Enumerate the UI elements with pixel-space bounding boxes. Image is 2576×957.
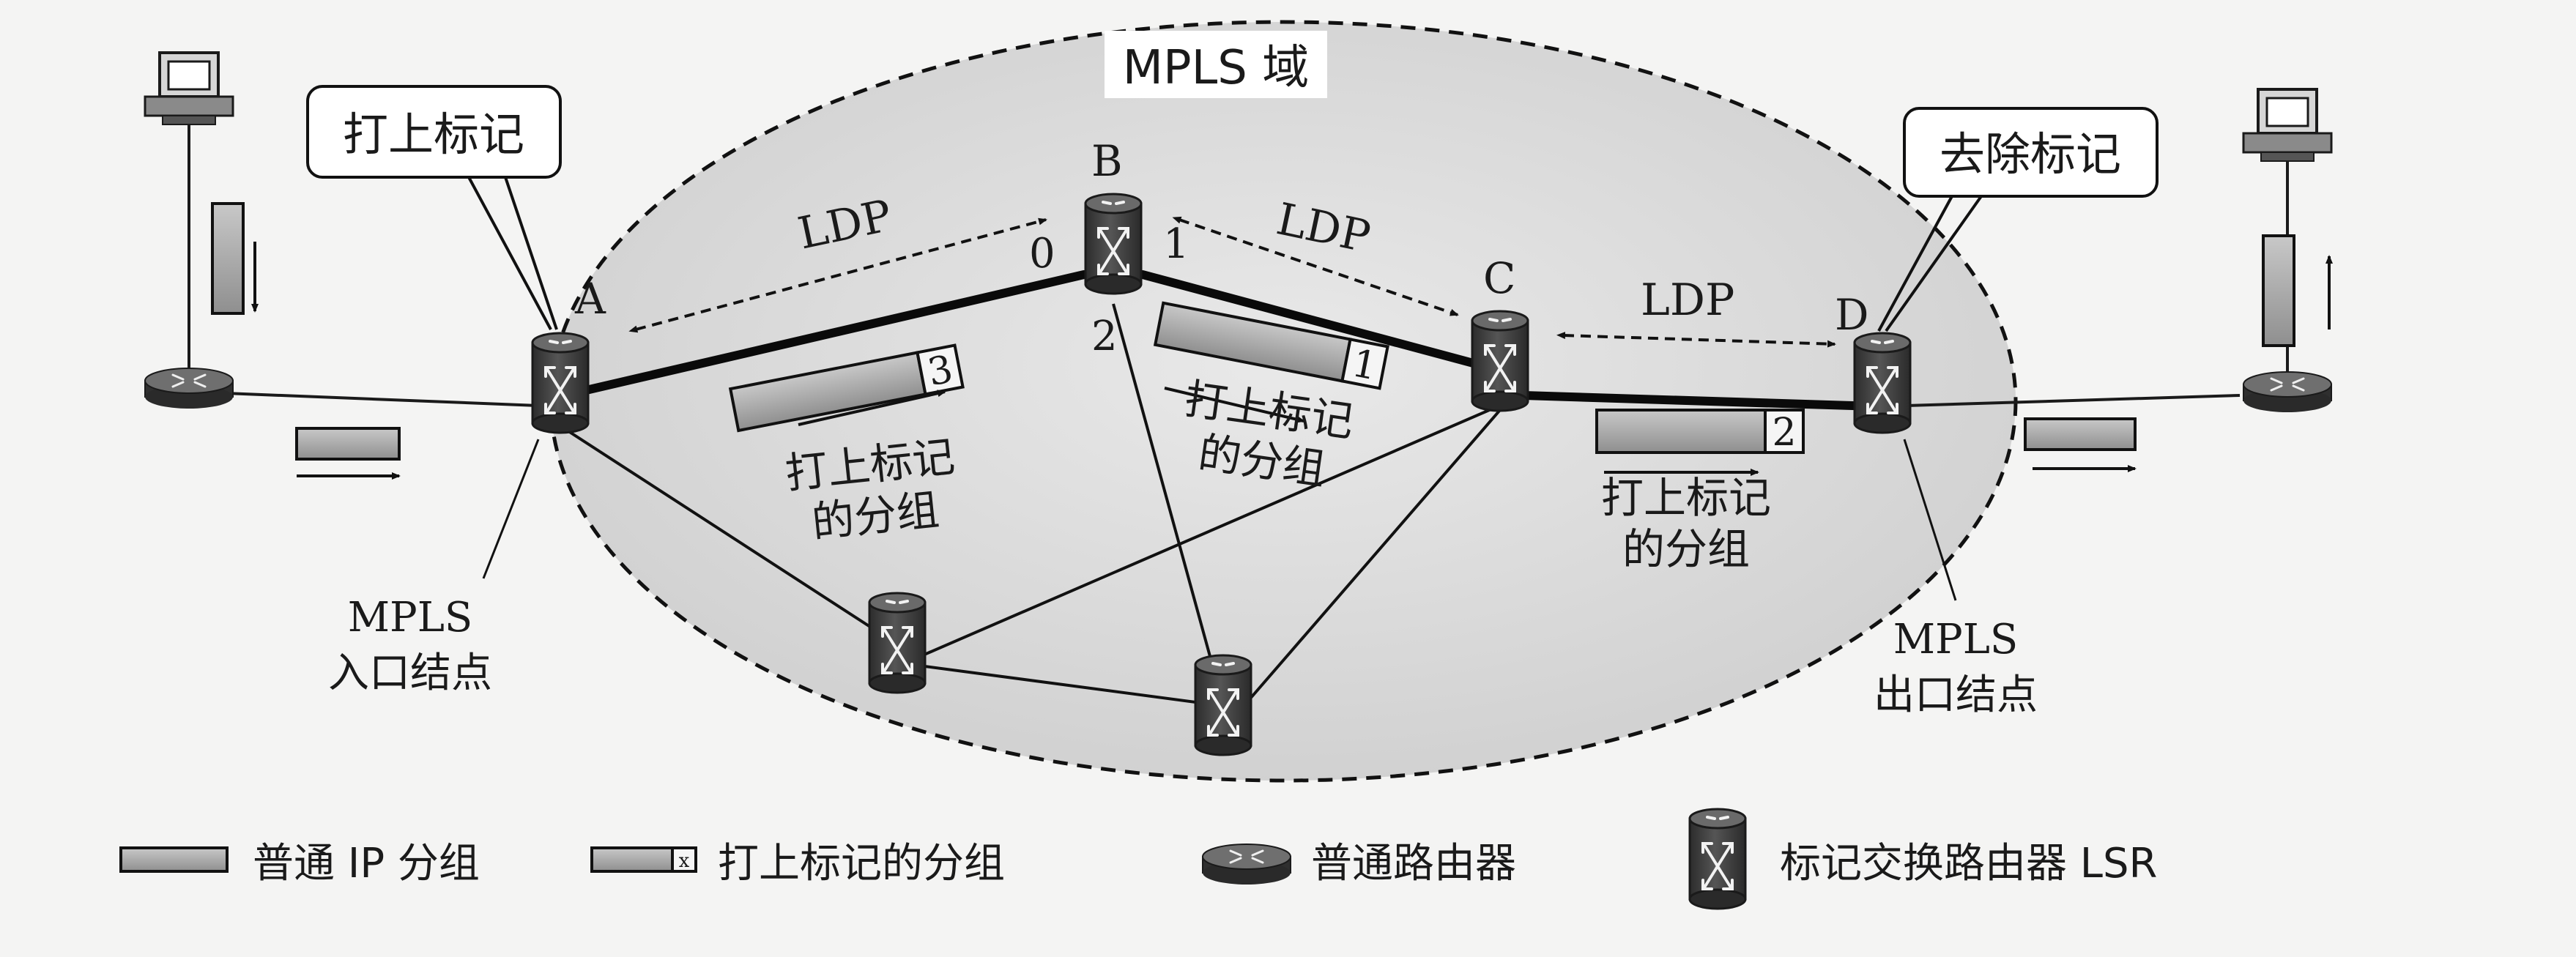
lsr-d-icon: [1853, 332, 1912, 434]
legend-router-label: 普通路由器: [1311, 840, 1516, 887]
lsr-b-icon: [1084, 193, 1143, 295]
access-links: [188, 110, 2289, 408]
node-label-a: A: [574, 274, 606, 324]
ldp-arrow-bc: [1172, 216, 1459, 316]
labeled-packet-bc: 1: [1153, 301, 1389, 390]
port-b1: 1: [1163, 220, 1189, 268]
egress-line1: MPLS: [1893, 616, 2019, 663]
host-left-icon: [144, 51, 234, 126]
callout-push-box: [306, 85, 562, 179]
direction-arrows: [251, 242, 2333, 480]
svg-text:打上标记: 打上标记: [1601, 473, 1771, 523]
host-right-icon: [2242, 88, 2333, 163]
port-b2: 2: [1091, 313, 1118, 360]
legend-lsr-icon: [1688, 808, 1747, 910]
router-left-icon: [144, 367, 234, 410]
lsr-a-icon: [531, 332, 590, 434]
ldp-arrow-ab: [628, 217, 1047, 333]
legend-labeled-packet-mark: x: [679, 850, 690, 872]
ldp-label-cd: LDP: [1641, 275, 1734, 326]
lsr-interior-bottom-icon: [1194, 654, 1252, 756]
label-value-2: 2: [1772, 411, 1796, 455]
internal-links: [563, 303, 1502, 706]
ip-packet-right-vertical: [2262, 234, 2295, 347]
lsr-interior-left-icon: [868, 592, 927, 694]
legend-labeled-packet-tag: [671, 846, 697, 873]
ldp-arrow-cd: [1556, 332, 1836, 348]
legend-ip-packet-label: 普通 IP 分组: [253, 840, 480, 887]
egress-line2: 出口结点: [1874, 671, 2038, 719]
legend-labeled-packet-label: 打上标记的分组: [718, 840, 1005, 887]
node-label-d: D: [1835, 290, 1869, 340]
legend-labeled-packet-swatch: [590, 846, 674, 873]
legend-ip-packet-swatch: [119, 846, 229, 873]
egress-pointer: [1903, 439, 1957, 601]
node-label-c: C: [1483, 253, 1515, 303]
domain-title-box: [1105, 31, 1327, 98]
ingress-pointer: [482, 439, 540, 579]
domain-title: MPLS 域: [1123, 41, 1309, 95]
node-label-b: B: [1091, 136, 1123, 186]
callout-pop-label: 去除标记: [1940, 127, 2121, 181]
ip-packet-left: [295, 427, 401, 461]
router-right-icon: [2242, 370, 2333, 414]
labeled-packet-ab: 3: [728, 343, 965, 433]
callout-push-label: 打上标记: [343, 108, 524, 161]
ingress-line1: MPLS: [348, 594, 473, 641]
legend: 普通 IP 分组 x 打上标记的分组 普通路由器 标记交换路由器 LSR: [119, 808, 2157, 910]
caption-packet-ab: 打上标记 的分组: [783, 431, 957, 547]
callout-pointers: [467, 176, 1983, 332]
ip-packet-left-vertical: [211, 202, 245, 315]
port-b0: 0: [1029, 230, 1055, 278]
legend-router-icon: [1201, 843, 1292, 886]
lsr-c-icon: [1471, 310, 1529, 412]
legend-lsr-label: 标记交换路由器 LSR: [1780, 840, 2157, 887]
ip-packet-right: [2024, 417, 2137, 451]
svg-text:的分组: 的分组: [1622, 524, 1750, 574]
ingress-line2: 入口结点: [328, 649, 492, 697]
caption-packet-bc: 打上标记 的分组: [1181, 373, 1356, 494]
callout-pop-box: [1903, 107, 2159, 198]
caption-packet-cd: 打上标记 的分组: [1601, 473, 1771, 574]
ldp-sessions: [628, 216, 1836, 348]
labeled-packet-cd: 2: [1595, 409, 1805, 455]
